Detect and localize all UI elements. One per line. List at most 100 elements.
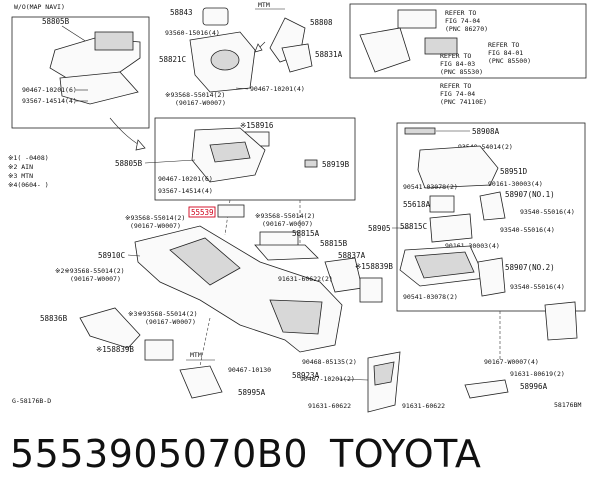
- part-58995a: [179, 365, 223, 399]
- ref-text-3a: REFER TO: [488, 41, 519, 49]
- map-navi-box-title: W/O(MAP NAVI): [14, 3, 65, 11]
- label-158916: ※158916: [240, 121, 274, 130]
- label-90167-c: (90167-W0007): [262, 220, 313, 228]
- part-55618a: [429, 195, 455, 213]
- label-90167-b: (90167-W0007): [130, 222, 181, 230]
- console-body: 55539 ※93568-55014(2) (90167-W0007) ※935…: [40, 204, 393, 361]
- part-58907-no1: [479, 191, 506, 221]
- label-93540-d: 93540-55016(4): [510, 283, 565, 291]
- console-box-group: 58908A 93540-54014(2) 58951D 90541-03078…: [368, 122, 586, 312]
- ref-text-1c: (PNC 86270): [445, 25, 488, 33]
- lid-area: 90468-05135(2) 90467-10201(2) 58923A 916…: [292, 351, 445, 413]
- label-58821c: 58821C: [159, 55, 186, 64]
- reference-area: REFER TO FIG 74-04 (PNC 86270) REFER TO …: [349, 3, 587, 106]
- label-90541-b: 90541-03078(2): [403, 293, 458, 301]
- label-58951d: 58951D: [500, 167, 528, 176]
- label-58843: 58843: [170, 8, 193, 17]
- part-55539: [217, 204, 245, 218]
- label-58996a: 58996A: [520, 382, 548, 391]
- label-58815a: 58815A: [292, 229, 320, 238]
- ref-text-4b: FIG 74-04: [440, 90, 475, 98]
- label-90467-y: 90467-10201(2): [300, 375, 355, 383]
- label-91631-b: 91631-60622: [308, 402, 351, 410]
- label-55618a: 55618A: [403, 200, 431, 209]
- label-58808: 58808: [310, 18, 333, 27]
- ref-text-3c: (PNC 85500): [488, 57, 531, 65]
- label-90541-a: 90541-03078(2): [403, 183, 458, 191]
- label-91631-c: 91631-60622: [402, 402, 445, 410]
- label-58831a: 58831A: [315, 50, 343, 59]
- label-93568-a: ※93568-55014(2): [165, 91, 225, 99]
- ref-part-socket: [424, 37, 458, 55]
- label-58907-no1: 58907(NO.1): [505, 190, 555, 199]
- shift-area: MTM 58843 58808 93560-15016(4) 58821C 58…: [159, 1, 343, 93]
- ref-text-2a: REFER TO: [440, 52, 471, 60]
- label-90161-a: 90161-30003(4): [488, 180, 543, 188]
- clip-58919b: [304, 159, 318, 168]
- part-58923a-slot: [373, 361, 395, 386]
- armrest-pad: [544, 301, 578, 341]
- label-93568-c: ※93568-55014(2): [255, 212, 315, 220]
- console-main-tray: [169, 237, 241, 286]
- label-58919b: 58919B: [322, 160, 350, 169]
- shift-hole: [210, 49, 240, 71]
- shift-trim: [281, 43, 313, 73]
- part-58907-no2: [477, 257, 506, 297]
- label-58995a: 58995A: [238, 388, 266, 397]
- label-91631-d: 91631-80619(2): [510, 370, 565, 378]
- label-90468: 90468-05135(2): [302, 358, 357, 366]
- label-90167-d: (90167-W0007): [70, 275, 121, 283]
- ref-text-4c: (PNC 74110E): [440, 98, 487, 106]
- ref-text-4a: REFER TO: [440, 82, 471, 90]
- label-58815c: 58815C: [400, 222, 427, 231]
- diagram-code-right: 58176BM: [554, 401, 581, 409]
- label-93568-d: ※2※93568-55014(2): [55, 267, 125, 275]
- label-58905: 58905: [368, 224, 391, 233]
- label-58910c: 58910C: [98, 251, 125, 260]
- part-158839b: [359, 277, 383, 303]
- label-93568-e: ※3※93568-55014(2): [128, 310, 198, 318]
- right-loose-parts: 90167-W0007(4) 91631-80619(2) 58996A: [464, 301, 578, 399]
- label-58836b: 58836B: [40, 314, 68, 323]
- label-58805b-top: 58805B: [42, 17, 70, 26]
- mtm-bottom-box: MTM 90467-10130 58995A: [179, 317, 271, 399]
- label-90167-a: (90167-W0007): [175, 99, 226, 107]
- ref-text-2b: FIG 84-03: [440, 60, 475, 68]
- ref-text-1a: REFER TO: [445, 9, 476, 17]
- label-93540-b: 93540-55016(4): [520, 208, 575, 216]
- label-90467-m: 90467-10201(6): [158, 175, 213, 183]
- ref-text-2c: (PNC 85530): [440, 68, 483, 76]
- label-90467-l1: 90467-10201(6): [22, 86, 77, 94]
- part-58815b: [254, 244, 319, 261]
- label-58837a: 58837A: [338, 251, 366, 260]
- brand-name: TOYOTA: [330, 432, 482, 476]
- console-main-rear: [269, 299, 323, 335]
- label-58815b: 58815B: [320, 239, 348, 248]
- label-93568-b: ※93568-55014(2): [125, 214, 185, 222]
- part-58951d: [417, 145, 499, 189]
- label-93560: 93560-15016(4): [165, 29, 220, 37]
- shift-knob-plate: [202, 7, 229, 26]
- ref-part-bracket: [359, 27, 411, 73]
- label-90167-e: (90167-W0007): [145, 318, 196, 326]
- label-90161-b: 90161-30003(4): [445, 242, 500, 250]
- label-93567-m: 93567-14514(4): [158, 187, 213, 195]
- part-158839b-b: [144, 339, 174, 361]
- label-93540-c: 93540-55016(4): [500, 226, 555, 234]
- label-58805b-mid: 58805B: [115, 159, 143, 168]
- label-90467-r1: 90467-10201(4): [250, 85, 305, 93]
- diagram-code-left: G-58176B-D: [12, 397, 51, 405]
- legend-4: ※4(0604- ): [8, 181, 49, 189]
- part-58815c: [429, 213, 473, 243]
- parts-diagram: W/O(MAP NAVI) 58805B 90467-10201(6) 9356…: [8, 1, 587, 413]
- mtm-top-label: MTM: [258, 1, 270, 9]
- mtm-bottom-label: MTM: [190, 351, 202, 359]
- label-158839b-b: ※158839B: [96, 345, 134, 354]
- label-58923a: 58923A: [292, 371, 320, 380]
- highlight-55539-box: [188, 206, 216, 218]
- part-58836b: [79, 307, 141, 349]
- label-91631-a: 91631-60622(2): [278, 275, 333, 283]
- center-panel-recess: [209, 141, 251, 163]
- label-55539-highlight: 55539: [191, 208, 214, 217]
